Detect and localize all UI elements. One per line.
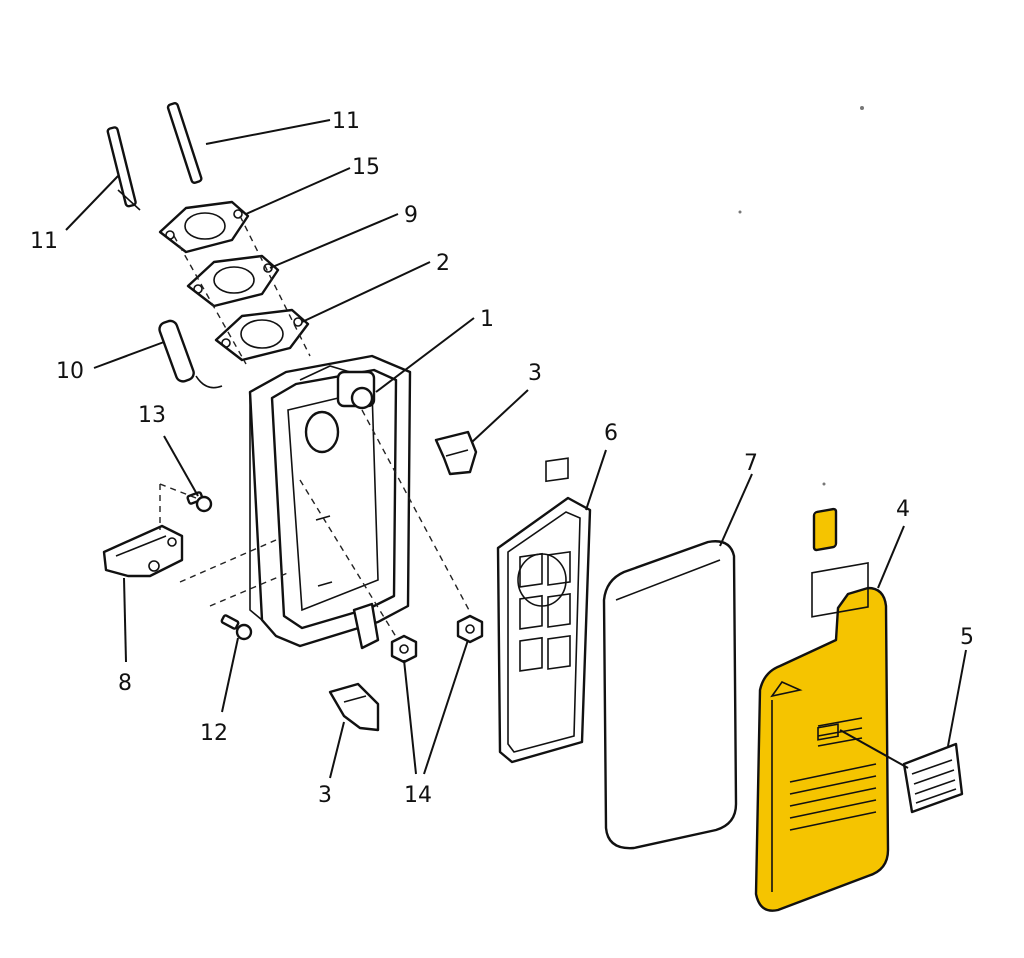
leader-7 (719, 473, 753, 547)
callout-13: 13 (138, 403, 166, 428)
leader-8 (123, 577, 127, 663)
foam-element (602, 540, 738, 850)
leader-4 (877, 525, 905, 589)
callout-3-lower: 3 (318, 783, 332, 808)
air-cleaner-cover (754, 507, 890, 912)
bolt-12 (220, 614, 253, 641)
leader-15 (245, 167, 351, 215)
leader-3-lower (329, 721, 345, 779)
breather-tube (158, 319, 223, 389)
leader-9 (269, 213, 399, 269)
leader-10 (93, 341, 165, 369)
leader-1 (375, 317, 475, 393)
leader-13 (163, 435, 199, 497)
speck (738, 210, 742, 214)
callout-8: 8 (118, 671, 132, 696)
callout-12: 12 (200, 721, 228, 746)
stud-bolt-right (166, 102, 203, 184)
dashed-guide (173, 235, 247, 365)
cover-highlight (754, 586, 890, 912)
callout-3-upper: 3 (528, 361, 542, 386)
stud-bolt-left (106, 126, 141, 211)
label-plate (902, 742, 964, 814)
callout-7: 7 (744, 451, 758, 476)
speck (822, 482, 826, 486)
callout-10: 10 (56, 359, 84, 384)
callout-15: 15 (352, 155, 380, 180)
clip-lower (328, 682, 380, 732)
leader-6 (585, 449, 607, 511)
callout-4: 4 (896, 497, 910, 522)
leader-5 (947, 649, 967, 747)
clip-upper (434, 430, 478, 476)
callout-6: 6 (604, 421, 618, 446)
gasket-15 (158, 200, 250, 254)
gasket-2 (214, 308, 310, 362)
leader-5-cover (839, 729, 909, 769)
callout-11-right: 11 (332, 109, 360, 134)
nut-right (456, 614, 484, 644)
callout-1: 1 (480, 307, 494, 332)
callout-14: 14 (404, 783, 432, 808)
speck (860, 106, 864, 110)
gasket-9 (186, 254, 280, 308)
leader-3-upper (471, 389, 529, 443)
air-cleaner-case (248, 354, 412, 650)
bolt-13 (186, 491, 213, 513)
bracket (102, 524, 184, 578)
leader-14-left (403, 659, 417, 775)
dashed-guide (361, 409, 471, 613)
nut-left (390, 634, 418, 664)
leader-11-left (65, 175, 119, 231)
dashed-guide (209, 571, 291, 607)
element-grid (496, 457, 592, 764)
callout-2: 2 (436, 251, 450, 276)
leader-12 (221, 637, 239, 713)
dashed-guide (299, 479, 399, 641)
leader-2 (301, 261, 431, 323)
dashed-guide (239, 215, 311, 357)
leader-11-right (205, 119, 331, 145)
callout-11-left: 11 (30, 229, 58, 254)
callout-5: 5 (960, 625, 974, 650)
leader-14-right (423, 639, 469, 775)
callout-9: 9 (404, 203, 418, 228)
